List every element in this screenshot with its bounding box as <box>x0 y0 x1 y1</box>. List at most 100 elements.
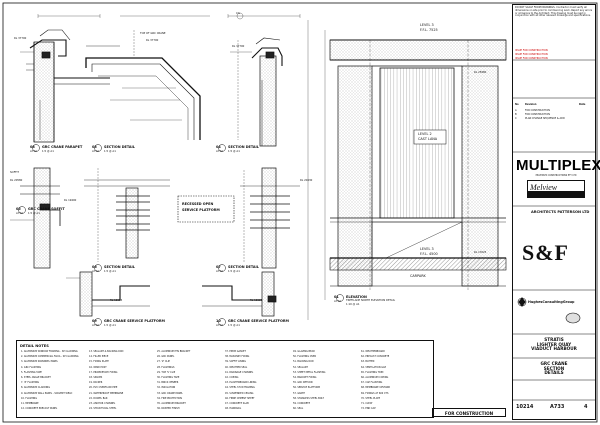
detail-note-item: 38. MASONRY FIXING <box>225 355 250 359</box>
soffit-label: SOFFIT <box>10 171 20 174</box>
detail-note-item: 2. ALUMINIUM COMMERCIAL FACIA - SP CLADD… <box>21 355 79 359</box>
detail-note-item: 35. ALUMINIUM BRACKET <box>157 402 186 405</box>
developer-logo-bar <box>528 191 584 197</box>
detail-10-ref: A732 <box>216 324 223 327</box>
stamp-mark <box>565 312 581 324</box>
detail-note-item: 61. WEATHERBOARD <box>361 350 385 353</box>
detail-08-linework <box>20 29 110 152</box>
detail-10-tag: 10 <box>216 319 221 323</box>
detail-10-scale: 1:5 @ A1 <box>228 324 240 327</box>
detail-note-item: 33. GRC CRANE PANEL <box>157 391 183 395</box>
rl-value-5: RL 20430 <box>300 179 313 182</box>
detail-06-linework <box>84 168 170 272</box>
detail-05-tag: 05 <box>16 207 21 211</box>
detail-note-item: 4. GRC FLASHING <box>21 365 42 369</box>
project-line-3: VIADUCT HARBOUR <box>531 346 577 352</box>
rl-value-3: RL 37700 <box>232 45 245 48</box>
detail-note-item: 55. GRC RETURN <box>293 381 313 385</box>
detail-03-ref: A732 <box>92 150 99 153</box>
rl-value-6: RL 19400 <box>64 199 77 202</box>
drawing-title-line-2: SECTION <box>543 365 565 371</box>
top-of-grc-label: TOP OF GRC CRANE <box>140 32 166 35</box>
detail-note-item: 48. HANDRAIL <box>225 407 242 411</box>
detail-09-scale: 1:5 @ A1 <box>104 324 116 327</box>
detail-note-item: 19. PACKER <box>89 381 103 385</box>
detail-note-item: 47. CONCRETE SLAB <box>225 402 249 405</box>
rl-value-1: RL 37700 <box>14 37 27 40</box>
detail-note-item: 44. STEEL STUD FRAMING <box>225 386 255 390</box>
detail-10-title: GRC CRANE SERVICE PLATFORM <box>228 319 289 323</box>
detail-04-linework <box>218 37 283 152</box>
general-notes: DO NOT SCALE FROM DRAWINGS. Contractor m… <box>515 6 593 18</box>
elevation-subtitle: TREFILADE NORTH ELEVATION DETAIL <box>346 299 396 302</box>
detail-note-item: 54. BRACKET FIXING <box>293 376 317 379</box>
detail-note-item: 1. ALUMINIUM WINDOW FRAMING - SP CLADDIN… <box>21 350 78 353</box>
detail-note-item: 18. SPACER <box>89 376 103 379</box>
detail-09-tag: 09 <box>92 319 97 323</box>
rev-c-text: PLAN CHANGE SEQUENCE & ADD <box>525 117 565 120</box>
detail-09-ref: A732 <box>92 324 99 327</box>
detail-note-item: 49. GLAZING BEAD <box>293 350 315 353</box>
rl-value-2: RL 37700 <box>146 39 159 42</box>
project-number: 10214 <box>516 404 534 410</box>
project-title: STRATIS LIGHTER QUAY VIADUCT HARBOUR <box>516 337 592 352</box>
detail-note-item: 58. STAINLESS STEEL BOLT <box>293 396 324 400</box>
rev-header-date: Date <box>579 103 586 106</box>
project-line-1: STRATIS <box>544 337 564 342</box>
detail-08-tag: 08 <box>30 145 35 149</box>
detail-note-item: 34. FIRE PROTECTION <box>157 396 183 400</box>
detail-note-item: 56. SERVICE PLATFORM <box>293 386 321 390</box>
detail-note-item: 22. DOWEL BAR <box>89 396 108 400</box>
elevation-scale: 1:10 @ A1 <box>346 303 360 306</box>
detail-06-tag: 06 <box>92 265 97 269</box>
detail-04-tag: 04 <box>216 145 221 149</box>
detail-note-item: 3. ALUMINIUM SPANDREL PANEL <box>21 360 58 364</box>
detail-note-item: 51. BACKING ROD <box>293 360 314 364</box>
detail-note-item: 39. SOFFIT LINING <box>225 360 246 364</box>
level3-top-label: LEVEL 3 <box>420 23 434 27</box>
detail-note-item: 46. FIBRE CEMENT SHEET <box>225 396 255 400</box>
builder-logo: MULTIPLEX <box>516 157 600 174</box>
rl-value-4: RL 20580 <box>10 179 23 182</box>
detail-note-item: 24. STRUCTURAL STEEL <box>89 407 117 411</box>
detail-note-item: 12. CONCRETE PRECAST PANEL <box>21 407 58 411</box>
detail-07-ref: A732 <box>216 270 223 273</box>
rev-a-text: FOR CONSTRUCTION <box>525 109 550 112</box>
title-block: DO NOT SCALE FROM DRAWINGS. Contractor m… <box>512 4 596 420</box>
detail-08-ref: A732 <box>30 150 37 153</box>
level3-lower-sub: F.F.L. 4500 <box>420 252 438 256</box>
detail-note-item: 8. ALUMINIUM CLADDING <box>21 386 51 390</box>
detail-08-scale: 1:5 @ A1 <box>42 150 54 153</box>
rl-value-8: RL 18625 <box>250 299 263 302</box>
detail-07-tag: 07 <box>216 265 221 269</box>
detail-note-item: 41. DRAINAGE CHANNEL <box>225 370 254 374</box>
drawing-title-line-1: GRC CRANE <box>540 361 568 366</box>
detail-note-item: 63. BATTEN <box>361 360 375 364</box>
detail-note-item: 40. WEATHER SEAL <box>225 365 248 369</box>
detail-note-item: 43. PLASTERBOARD LINING <box>225 381 257 385</box>
carpark-label: CARPARK <box>410 274 426 278</box>
detail-04-scale: 1:5 @ A1 <box>228 150 240 153</box>
detail-note-item: 29. TOP 'S' CLIP <box>157 370 176 374</box>
detail-note-item: 21. WATERPROOF MEMBRANE <box>89 391 124 395</box>
detail-note-item: 68. MEMBRANE UPSTAND <box>361 386 391 390</box>
detail-05-ref: A732 <box>16 212 23 215</box>
detail-note-item: 60. SEAL <box>293 407 304 411</box>
elevation-ref: A732 <box>334 300 341 303</box>
cl-mark: C/L <box>236 12 241 15</box>
detail-06-scale: 1:5 @ A1 <box>104 270 116 273</box>
detail-06-ref: A732 <box>92 270 99 273</box>
detail-note-item: 67. CAP FLASHING <box>361 381 383 385</box>
architect-name: ARCHITECTS PATTERSON LTD <box>531 210 590 214</box>
detail-10-linework <box>202 271 277 326</box>
detail-07-title: SECTION DETAIL <box>228 265 259 269</box>
rev-b-no: B <box>515 113 517 116</box>
detail-08-title: GRC CRANE PARAPET <box>42 145 83 149</box>
detail-note-item: 42. COPING <box>225 376 239 379</box>
rl-value-10: RL 25980 <box>474 71 487 74</box>
detail-05-linework <box>10 167 61 269</box>
detail-03-scale: 1:5 @ A1 <box>104 150 116 153</box>
elevation-title: ELEVATION <box>346 295 367 299</box>
